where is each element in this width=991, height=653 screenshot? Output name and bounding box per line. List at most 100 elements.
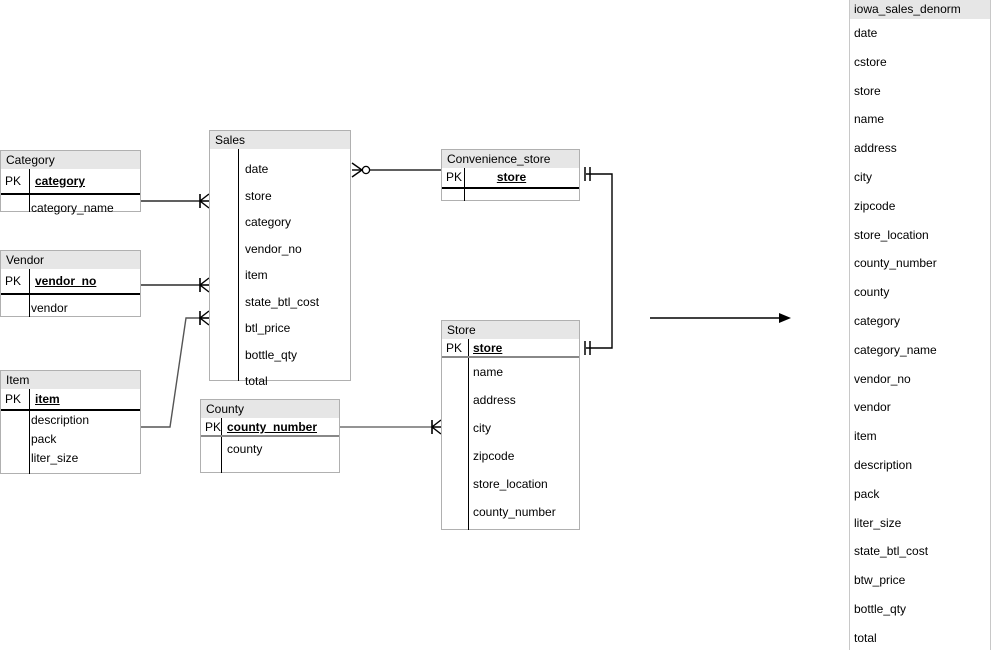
entity-store-body: PK store name address city zipcode store…	[442, 339, 579, 530]
entity-vendor-body: PK vendor_no vendor	[1, 269, 140, 317]
denorm-column: state_btl_cost	[854, 544, 929, 559]
field-name: county_number	[473, 505, 556, 519]
table-row: PK item	[1, 389, 140, 411]
field-name: county	[227, 442, 263, 456]
denorm-column: liter_size	[854, 515, 902, 530]
denorm-column: item	[854, 429, 877, 444]
table-row: date	[210, 162, 350, 189]
entity-category[interactable]: Category PK category category_name	[0, 150, 141, 215]
denorm-column: vendor_no	[854, 371, 911, 386]
table-row: category	[210, 215, 350, 242]
entity-vendor-title: Vendor	[1, 251, 140, 269]
pk-marker: PK	[205, 420, 222, 434]
connector-county-store	[340, 420, 441, 434]
table-row: county	[201, 437, 339, 461]
connector-sales-conveniencestore	[352, 163, 441, 177]
field-name: zipcode	[473, 449, 515, 463]
pk-marker: PK	[5, 274, 22, 288]
table-row: zipcode	[442, 442, 579, 470]
field-name: category	[35, 174, 86, 188]
field-name: date	[245, 162, 269, 176]
denorm-column: city	[854, 169, 872, 184]
connector-vendor-sales	[140, 278, 209, 292]
field-name: city	[473, 421, 491, 435]
field-name: pack	[31, 432, 57, 446]
denorm-column: bottle_qty	[854, 601, 907, 616]
field-name: category_name	[31, 201, 114, 215]
field-name: vendor_no	[35, 274, 97, 288]
entity-item-title: Item	[1, 371, 140, 389]
table-row: name	[442, 358, 579, 386]
entity-county-body: PK county_number county	[201, 418, 339, 473]
entity-category-title: Category	[1, 151, 140, 169]
field-name: store	[473, 341, 503, 355]
denorm-column: store_location	[854, 227, 929, 242]
table-row: category_name	[1, 195, 140, 222]
denorm-column: address	[854, 141, 897, 156]
pk-marker: PK	[446, 170, 463, 184]
table-row: vendor_no	[210, 242, 350, 269]
denorm-column: total	[854, 630, 877, 645]
denorm-column: vendor	[854, 400, 891, 415]
entity-item[interactable]: Item PK item description pack liter_size	[0, 370, 141, 474]
entity-convenience-store[interactable]: Convenience_store PK store	[441, 149, 580, 201]
denorm-column: description	[854, 457, 913, 472]
denorm-column: date	[854, 26, 878, 40]
field-name: bottle_qty	[245, 347, 298, 362]
table-row: total	[210, 374, 350, 401]
field-name: total	[245, 374, 268, 388]
table-row: city	[442, 414, 579, 442]
table-row: description	[1, 411, 140, 430]
field-name: item	[35, 392, 60, 406]
entity-county-title: County	[201, 400, 339, 418]
table-row: PK store	[442, 339, 579, 358]
field-name: liter_size	[31, 451, 79, 465]
table-row: item	[210, 268, 350, 295]
connector-category-sales	[140, 194, 209, 208]
table-row: vendor	[1, 295, 140, 322]
entity-sales[interactable]: Sales date store category vendor_no item…	[209, 130, 351, 388]
table-row: store	[210, 189, 350, 216]
denorm-column: btw_price	[854, 573, 906, 588]
table-row: liter_size	[1, 449, 140, 468]
denorm-column: name	[854, 112, 885, 127]
field-name: btl_price	[245, 321, 291, 335]
table-row: PK category	[1, 169, 140, 195]
entity-item-body: PK item description pack liter_size	[1, 389, 140, 474]
table-row: county_number	[442, 498, 579, 526]
pk-marker: PK	[5, 392, 22, 406]
denorm-column: zipcode	[854, 198, 896, 213]
denorm-table-title: iowa_sales_denorm	[850, 0, 990, 19]
table-row: PK vendor_no	[1, 269, 140, 295]
entity-convenience-store-body: PK store	[442, 168, 579, 201]
transform-arrow	[650, 313, 791, 323]
field-name: state_btl_cost	[245, 294, 320, 309]
pk-marker: PK	[5, 174, 22, 188]
entity-convenience-store-title: Convenience_store	[442, 150, 579, 168]
entity-vendor[interactable]: Vendor PK vendor_no vendor	[0, 250, 141, 317]
denorm-table-panel[interactable]: iowa_sales_denorm date cstore store name…	[849, 0, 991, 650]
table-row: pack	[1, 430, 140, 449]
entity-store-title: Store	[442, 321, 579, 339]
table-row: store_location	[442, 470, 579, 498]
denorm-column: store	[854, 83, 881, 98]
field-name: name	[473, 365, 504, 379]
table-row	[442, 189, 579, 203]
field-name: store	[245, 188, 272, 203]
entity-category-body: PK category category_name	[1, 169, 140, 215]
denorm-column: pack	[854, 486, 880, 501]
table-row: state_btl_cost	[210, 295, 350, 322]
field-name: store_location	[473, 477, 548, 491]
entity-store[interactable]: Store PK store name address city zipcode…	[441, 320, 580, 530]
field-name: store	[496, 170, 527, 184]
table-row: PK county_number	[201, 418, 339, 437]
connector-conveniencestore-store	[585, 167, 612, 355]
field-name: vendor	[31, 301, 68, 315]
table-row: btl_price	[210, 321, 350, 348]
entity-sales-title: Sales	[210, 131, 350, 149]
field-name: item	[245, 268, 268, 282]
denorm-column: county_number	[854, 256, 937, 271]
pk-marker: PK	[446, 341, 463, 355]
entity-county[interactable]: County PK county_number county	[200, 399, 340, 473]
